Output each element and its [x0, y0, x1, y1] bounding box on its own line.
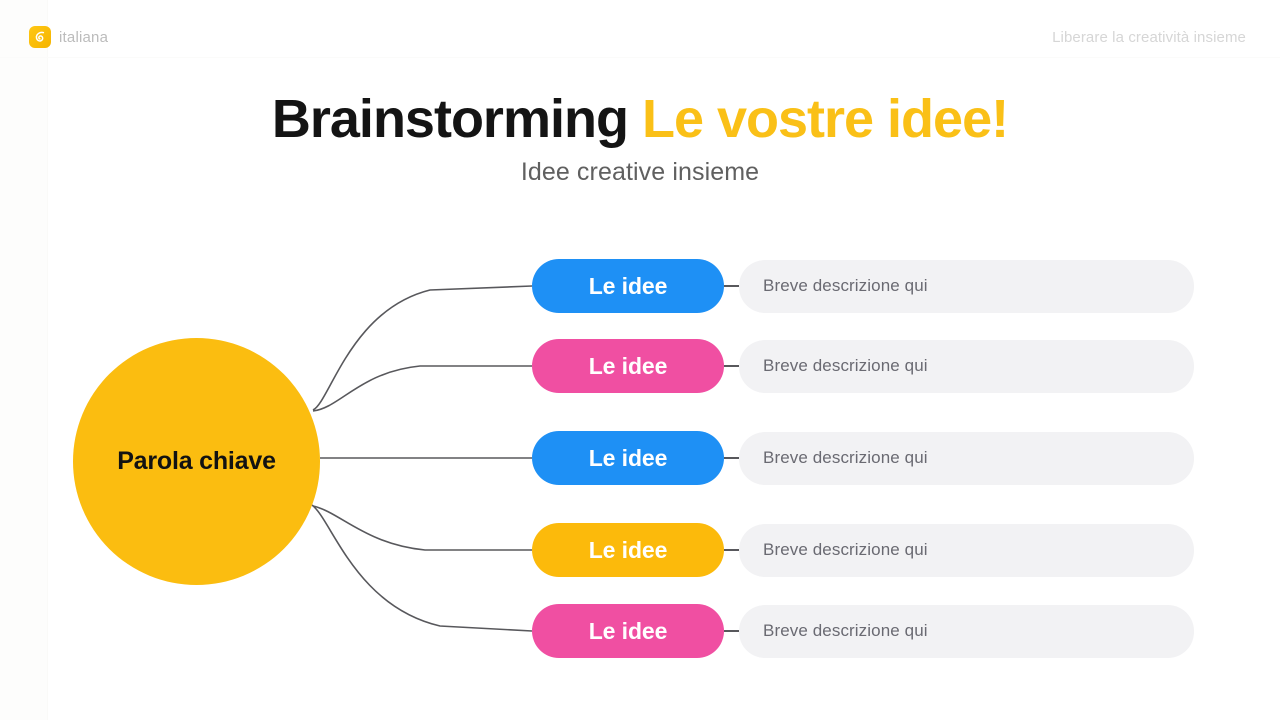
idea-pill-2[interactable]: Le idee [532, 339, 724, 393]
idea-pill-label: Le idee [588, 444, 668, 471]
connector-line-4 [312, 505, 532, 551]
connector-line-5 [311, 504, 533, 632]
slide-left-gutter [0, 0, 48, 720]
idea-pill-3[interactable]: Le idee [532, 431, 724, 485]
page-title: Brainstorming Le vostre idee! [0, 88, 1280, 150]
idea-pill-5[interactable]: Le idee [532, 604, 724, 658]
page-title-main: Brainstorming [271, 89, 629, 149]
mindmap-branch-2: Le idee Breve descrizione qui [532, 339, 1194, 393]
brand-logo: italiana [29, 26, 108, 48]
page-title-accent: Le vostre idee! [641, 89, 1009, 149]
idea-pill-4[interactable]: Le idee [532, 523, 724, 577]
slide-header: italiana Liberare la creatività insieme [0, 0, 1280, 58]
idea-description-label: Breve descrizione qui [763, 621, 928, 640]
idea-description-3[interactable]: Breve descrizione qui [739, 431, 1194, 485]
pill-desc-stub-3 [724, 457, 739, 459]
pill-desc-stub-4 [724, 549, 739, 551]
connector-line-1 [312, 285, 533, 411]
idea-pill-label: Le idee [588, 617, 668, 644]
page-subtitle: Idee creative insieme [520, 158, 760, 186]
brand-name: italiana [59, 28, 109, 46]
idea-description-2[interactable]: Breve descrizione qui [739, 339, 1194, 393]
mindmap-hub[interactable]: Parola chiave [73, 338, 320, 585]
idea-description-label: Breve descrizione qui [763, 276, 928, 295]
mindmap-branch-1: Le idee Breve descrizione qui [532, 259, 1194, 313]
title-block: Brainstorming Le vostre idee! Idee creat… [0, 88, 1280, 187]
mindmap-branch-4: Le idee Breve descrizione qui [532, 523, 1194, 577]
idea-pill-label: Le idee [588, 352, 668, 379]
pill-desc-stub-5 [724, 630, 739, 632]
idea-description-4[interactable]: Breve descrizione qui [739, 523, 1194, 577]
pill-desc-stub-2 [724, 365, 739, 367]
idea-pill-1[interactable]: Le idee [532, 259, 724, 313]
connector-line-2 [312, 365, 532, 412]
pill-desc-stub-1 [724, 285, 739, 287]
idea-pill-label: Le idee [588, 272, 668, 299]
idea-description-1[interactable]: Breve descrizione qui [739, 259, 1194, 313]
mindmap-branch-5: Le idee Breve descrizione qui [532, 604, 1194, 658]
swirl-logo-icon [29, 26, 51, 48]
idea-description-label: Breve descrizione qui [763, 448, 928, 467]
idea-description-label: Breve descrizione qui [763, 356, 928, 375]
idea-description-5[interactable]: Breve descrizione qui [739, 604, 1194, 658]
header-tagline: Liberare la creatività insieme [1052, 29, 1246, 46]
idea-description-label: Breve descrizione qui [763, 540, 928, 559]
mindmap-branch-3: Le idee Breve descrizione qui [532, 431, 1194, 485]
mindmap-hub-label: Parola chiave [117, 447, 276, 475]
idea-pill-label: Le idee [588, 536, 668, 563]
